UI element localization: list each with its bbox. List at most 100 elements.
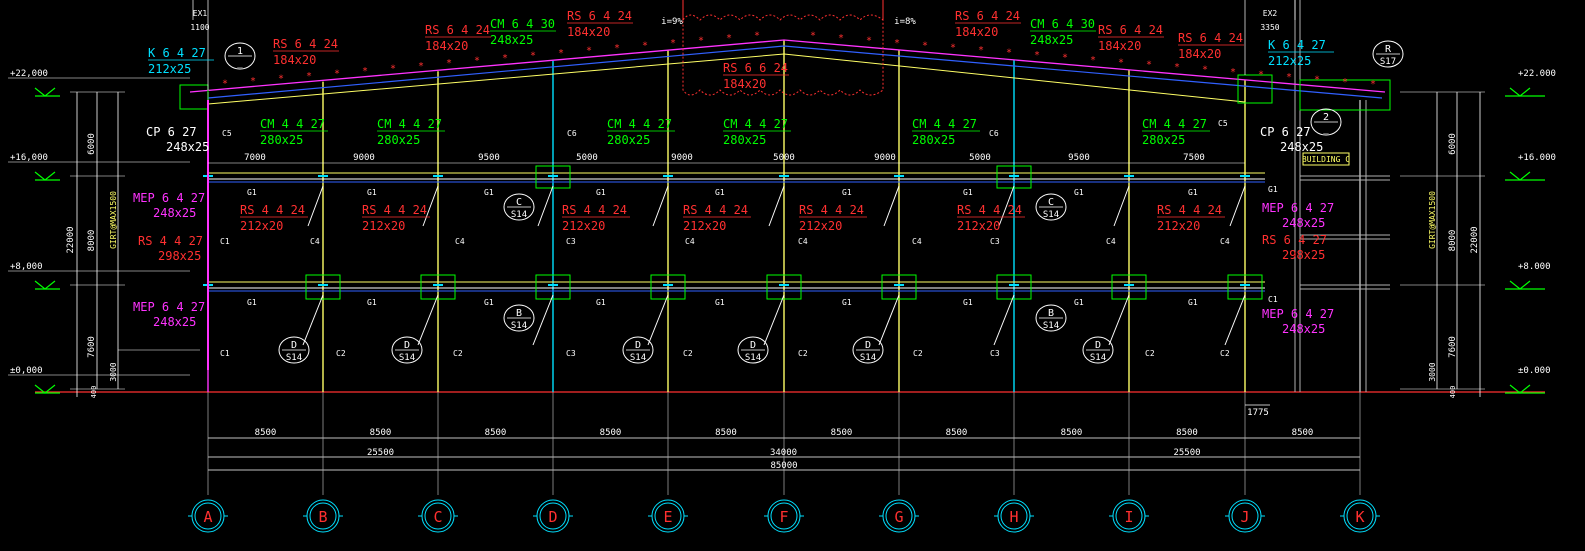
col-tag: C2 [913,349,923,358]
purlin-mark: * [502,53,508,64]
bay-dim: 8500 [1176,428,1198,438]
grid-bubble-inner [1346,502,1374,530]
roof-member-mark: RS 6 4 24 [955,9,1020,23]
marker-id: D [404,340,410,351]
grid-axis-label: C [433,508,442,526]
roof-member-size: 184x20 [567,25,610,39]
level-label-left: +16,000 [10,153,48,163]
col-tag: G1 [247,298,257,307]
bay-dim: 8500 [600,428,622,438]
purlin-mark: * [1286,72,1292,83]
marker-id: D [291,340,297,351]
rs-beam-mark: RS 4 4 24 [562,203,627,217]
span-dim: 5000 [773,153,795,163]
col-tag: C4 [1220,237,1230,246]
span-dim: 9000 [353,153,375,163]
bay-dim: 8500 [255,428,277,438]
marker-ref: S17 [1380,57,1396,67]
purlin-mark: * [1314,74,1320,85]
floor-member-mark: CM 4 4 27 [260,117,325,131]
roof-member-size: 184x20 [1178,47,1221,61]
detail-marker [503,304,535,332]
roof-member-size: 248x25 [1030,33,1073,47]
floor-member-size: 280x25 [1142,133,1185,147]
level-triangle [1509,171,1531,181]
purlin-mark: * [222,78,228,89]
grid-axis-label: K [1355,508,1364,526]
col-tag: G1 [367,298,377,307]
marker-ref: S14 [511,321,527,331]
floor-member-size: 280x25 [607,133,650,147]
marker-ref: S14 [1043,210,1059,220]
roof-member-mark: RS 6 4 24 [1098,23,1163,37]
side-member-mark: CP 6 27 [146,125,197,139]
purlin-mark: * [558,48,564,59]
purlin-mark: * [1034,50,1040,61]
rs-beam-mark: RS 4 4 24 [683,203,748,217]
vdim-girt: GIRT@MAX1500 [109,191,118,249]
floor-member-size: 280x25 [723,133,766,147]
level-triangle [34,280,56,290]
marker-ref: S14 [1090,353,1106,363]
roof-member-mark: K 6 4 27 [1268,38,1326,52]
level-label-right: +22.000 [1518,69,1556,79]
span-dim: 7500 [1183,153,1205,163]
purlin-mark: * [1230,67,1236,78]
brace [1113,185,1130,227]
purlin-mark: * [362,66,368,77]
grid-axis-label: E [663,508,672,526]
purlin-mark: * [1062,52,1068,63]
side-member-mark: CP 6 27 [1260,125,1311,139]
vdim-seg: 7600 [87,336,97,358]
span-dim: 9500 [478,153,500,163]
detail-marker [1035,304,1067,332]
purlin-mark: * [306,71,312,82]
side-member-mark: MEP 6 4 27 [133,191,205,205]
purlin-mark: * [1258,69,1264,80]
purlin-mark: * [810,31,816,42]
level-triangle [1509,280,1531,290]
overall-dim: 85000 [770,461,797,471]
floor-member-mark: CM 4 4 27 [912,117,977,131]
connection-box [650,274,686,300]
marker-ref: S14 [860,353,876,363]
grid-axis-label: A [203,508,212,526]
rs-beam-size: 212x20 [362,219,405,233]
brace [883,185,900,227]
grid-bubble-inner [309,502,337,530]
marker-id: B [1048,308,1054,319]
detail-marker [503,193,535,221]
marker-id: D [865,340,871,351]
grid-bubble-inner [539,502,567,530]
purlin-mark: * [894,38,900,49]
rs-beam-size: 212x20 [683,219,726,233]
detail-marker [737,336,769,364]
bay-dim: 8500 [370,428,392,438]
col-tag: C4 [685,237,695,246]
roof-member-mark: K 6 4 27 [148,46,206,60]
connection-box [1111,274,1147,300]
col-tag: C2 [453,349,463,358]
purlin-mark: * [922,40,928,51]
side-member-size: 248x25 [1282,322,1325,336]
marker-id: D [635,340,641,351]
ex-value: 3350 [1260,23,1279,32]
purlin-mark: * [446,58,452,69]
brace [993,294,1015,346]
vdim-bottom: 3000 [109,362,118,381]
span-dim: 9500 [1068,153,1090,163]
marker-id: 2 [1323,112,1329,123]
col-tag: C3 [566,349,576,358]
purlin-mark: * [334,68,340,79]
level-label-left: ±0,000 [10,366,43,376]
brace [417,294,439,346]
marker-id: B [516,308,522,319]
detail-marker [1310,108,1342,136]
col-tag: G1 [963,298,973,307]
connection-box [766,274,802,300]
bay-dim: 8500 [715,428,737,438]
roof-member-size: 184x20 [1098,39,1141,53]
connection-box [881,274,917,300]
brace [1224,294,1246,346]
grid-bubble-inner [885,502,913,530]
